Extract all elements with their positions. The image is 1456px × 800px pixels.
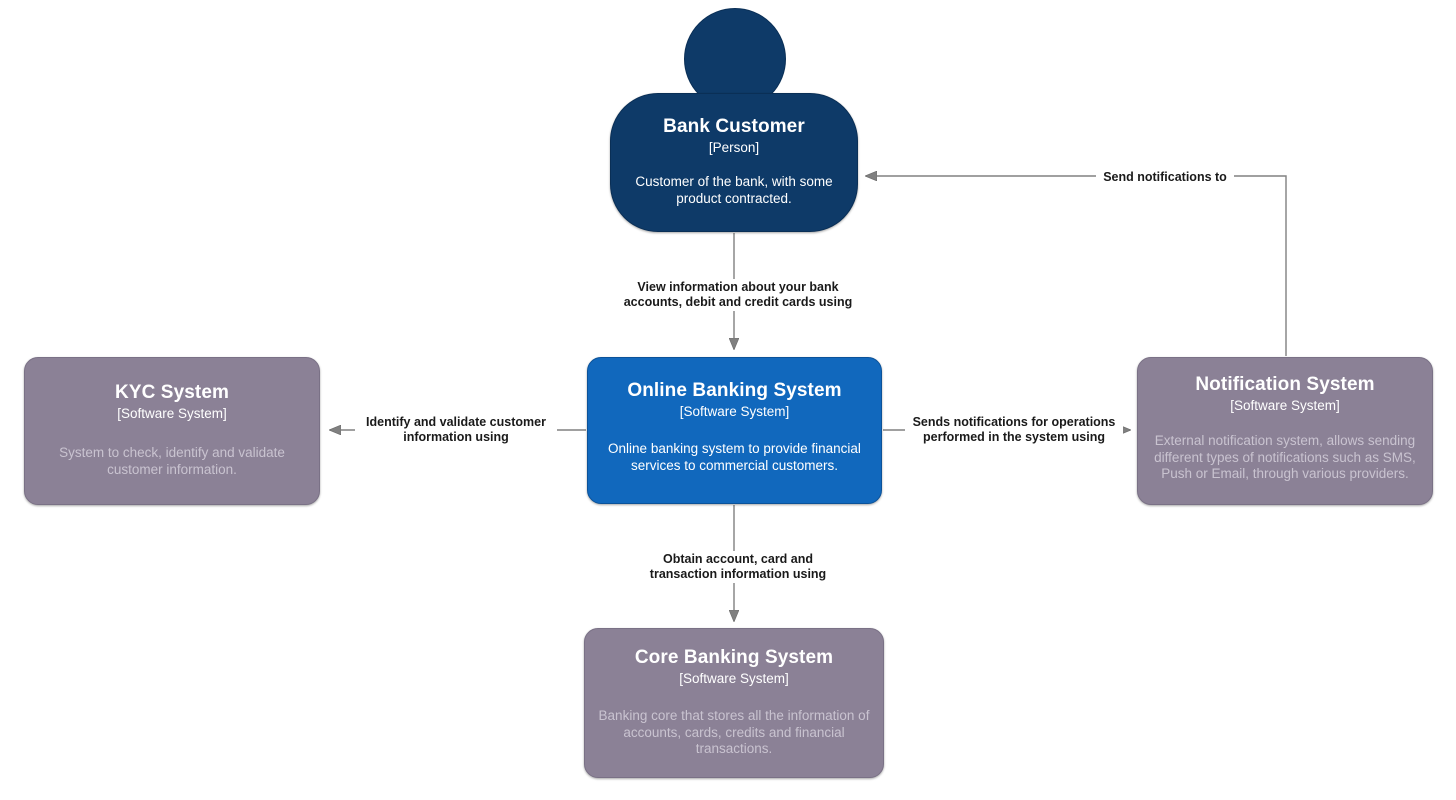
node-type: [Software System] <box>679 403 790 419</box>
node-description: Banking core that stores all the informa… <box>598 707 870 757</box>
node-bank-customer[interactable]: Bank Customer [Person] Customer of the b… <box>610 93 858 232</box>
node-description: Customer of the bank, with some product … <box>635 173 833 206</box>
node-title: Bank Customer <box>663 116 805 137</box>
edge-label-online-banking-to-core-banking: Obtain account, card and transaction inf… <box>631 551 845 583</box>
edge-label-notification-to-customer: Send notifications to <box>1096 169 1234 186</box>
node-description: System to check, identify and validate c… <box>59 444 285 477</box>
node-notification-system[interactable]: Notification System [Software System] Ex… <box>1137 357 1433 505</box>
node-title: Notification System <box>1195 374 1375 395</box>
node-online-banking-system[interactable]: Online Banking System [Software System] … <box>587 357 882 504</box>
edge-notification-to-customer <box>866 176 1287 356</box>
node-type: [Software System] <box>679 670 789 686</box>
node-type: [Person] <box>708 139 760 155</box>
node-title: KYC System <box>115 382 229 403</box>
node-type: [Software System] <box>1230 397 1340 413</box>
edge-label-online-banking-to-kyc: Identify and validate customer informati… <box>355 414 557 446</box>
node-description: Online banking system to provide financi… <box>608 440 861 473</box>
edge-label-customer-to-online-banking: View information about your bank account… <box>607 279 869 311</box>
node-description: External notification system, allows sen… <box>1154 432 1416 482</box>
node-title: Online Banking System <box>627 380 842 401</box>
edge-label-online-banking-to-notification: Sends notifications for operations perfo… <box>905 414 1123 446</box>
node-kyc-system[interactable]: KYC System [Software System] System to c… <box>24 357 320 505</box>
node-core-banking-system[interactable]: Core Banking System [Software System] Ba… <box>584 628 884 778</box>
node-title: Core Banking System <box>634 647 834 668</box>
node-type: [Software System] <box>117 405 227 421</box>
